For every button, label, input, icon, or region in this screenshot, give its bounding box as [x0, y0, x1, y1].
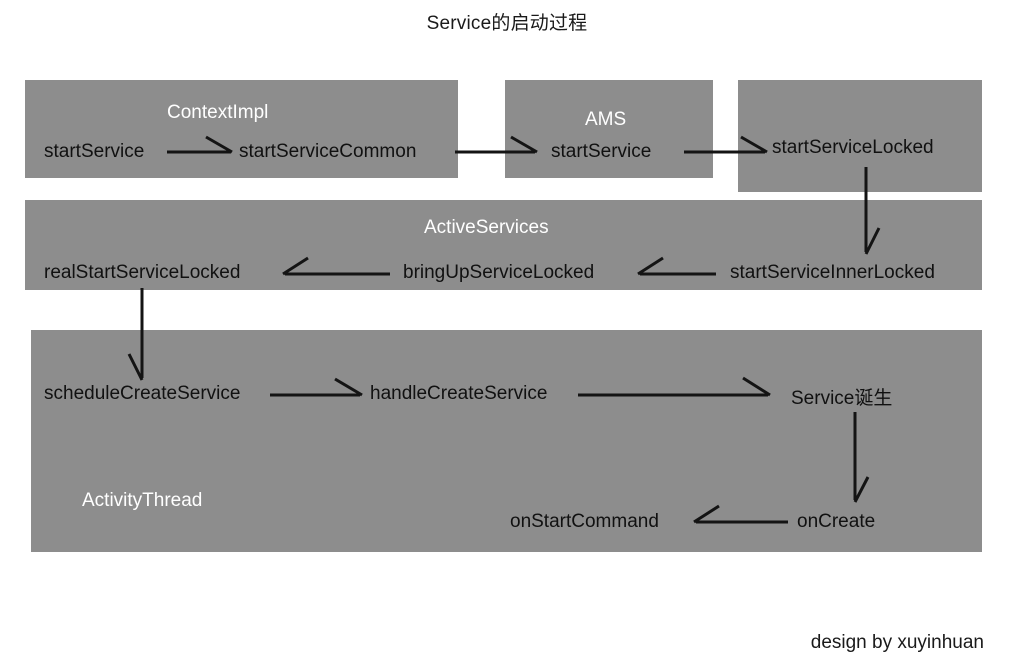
footer-credit: design by xuyinhuan: [810, 632, 984, 653]
group-box-activitythread: [31, 330, 982, 552]
group-box-startservicelocked: [738, 80, 982, 192]
group-title-ams: AMS: [585, 109, 627, 130]
node-handleCreateService[interactable]: handleCreateService: [370, 383, 548, 404]
node-onCreate[interactable]: onCreate: [797, 511, 876, 532]
group-title-activitythread: ActivityThread: [82, 490, 203, 511]
page-title: Service的启动过程: [426, 13, 588, 34]
node-realStartServiceLocked[interactable]: realStartServiceLocked: [44, 262, 241, 283]
group-title-activeservices: ActiveServices: [424, 217, 549, 238]
node-bringUpServiceLocked[interactable]: bringUpServiceLocked: [403, 262, 595, 283]
node-startService[interactable]: startService: [44, 141, 145, 162]
node-scheduleCreateService[interactable]: scheduleCreateService: [44, 383, 241, 404]
node-ams-startService[interactable]: startService: [551, 141, 652, 162]
node-startServiceInnerLocked[interactable]: startServiceInnerLocked: [730, 262, 935, 283]
node-onStartCommand[interactable]: onStartCommand: [510, 511, 659, 532]
group-box-activeservices: [25, 200, 982, 290]
node-startServiceCommon[interactable]: startServiceCommon: [239, 141, 417, 162]
node-serviceBorn[interactable]: Service诞生: [791, 388, 893, 409]
node-startServiceLocked[interactable]: startServiceLocked: [772, 137, 934, 158]
group-title-contextimpl: ContextImpl: [167, 102, 269, 123]
group-box-contextimpl: [25, 80, 458, 178]
group-box-ams: [505, 80, 713, 178]
